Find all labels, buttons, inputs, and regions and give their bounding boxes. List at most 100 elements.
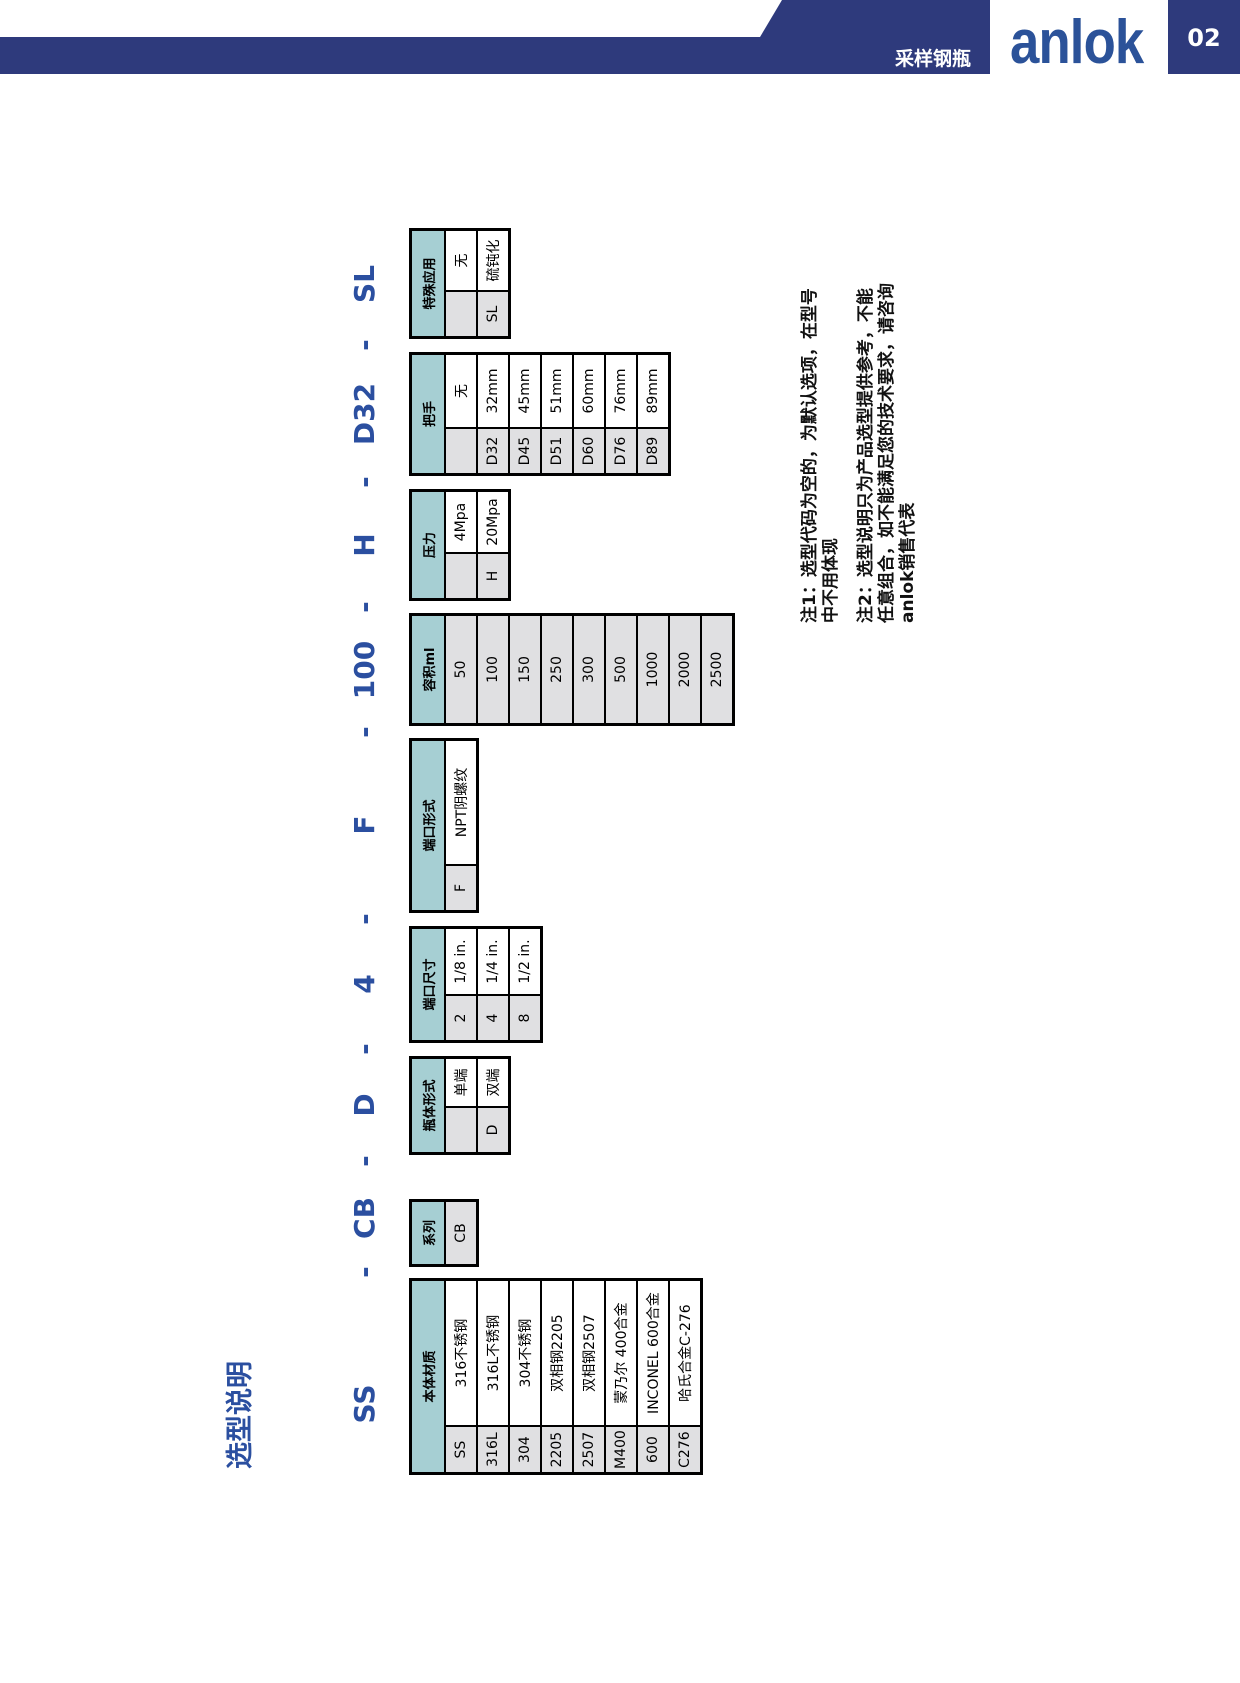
option-value: 316不锈钢 — [445, 1279, 477, 1427]
option-value: CB — [445, 1200, 478, 1266]
code-part: F — [348, 815, 381, 835]
code-separator: - — [348, 1155, 381, 1167]
option-value: 哈氏合金C-276 — [669, 1279, 702, 1427]
code-part: 4 — [348, 974, 381, 994]
table-row: 1000 — [637, 614, 669, 725]
table-row: 50 — [445, 614, 477, 725]
option-value: 无 — [445, 353, 477, 428]
option-value: 无 — [445, 229, 477, 291]
table-header: 特殊应用 — [410, 229, 445, 338]
option-code: M400 — [605, 1426, 637, 1474]
table-row: 500 — [605, 614, 637, 725]
option-value: 双端 — [477, 1057, 510, 1107]
option-value: 76mm — [605, 353, 637, 428]
category-label: 采样钢瓶 — [895, 48, 972, 70]
option-value: 51mm — [541, 353, 573, 428]
option-value: INCONEL 600合金 — [637, 1279, 669, 1427]
code-part: SL — [348, 264, 381, 304]
table-row: 300 — [573, 614, 605, 725]
option-code: H — [477, 553, 510, 600]
note-2: 注2：选型说明只为产品选型提供参考，不能任意组合，如不能满足您的技术要求，请咨询… — [856, 283, 918, 623]
header-slant — [760, 0, 990, 37]
option-code: D32 — [477, 428, 509, 475]
option-value: 45mm — [509, 353, 541, 428]
option-value: 32mm — [477, 353, 509, 428]
option-value: 304不锈钢 — [509, 1279, 541, 1427]
code-part: 100 — [348, 640, 381, 700]
option-code: SL — [477, 291, 510, 338]
option-value: 双相钢2205 — [541, 1279, 573, 1427]
option-value: 2500 — [701, 614, 734, 725]
table-row: CB — [445, 1200, 478, 1266]
table-row: 100 — [477, 614, 509, 725]
option-code: D — [477, 1107, 510, 1154]
option-value: 双相钢2507 — [573, 1279, 605, 1427]
notes: 注1：选型代码为空的，为默认选项，在型号中不用体现 注2：选型说明只为产品选型提… — [800, 283, 933, 623]
code-part: H — [348, 533, 381, 557]
option-value: 316L不锈钢 — [477, 1279, 509, 1427]
option-value: 89mm — [637, 353, 670, 428]
table-row: 2000 — [669, 614, 701, 725]
table-header: 系列 — [410, 1200, 445, 1266]
option-code — [445, 553, 477, 600]
option-code — [445, 428, 477, 475]
option-code: D51 — [541, 428, 573, 475]
page-title: 选型说明 — [225, 1361, 256, 1469]
code-separator: - — [348, 601, 381, 613]
table-header: 把手 — [410, 353, 445, 475]
table-row: 250 — [541, 614, 573, 725]
option-code: D45 — [509, 428, 541, 475]
option-value: 50 — [445, 614, 477, 725]
option-value: 500 — [605, 614, 637, 725]
code-separator: - — [348, 476, 381, 488]
table-row: 无 — [445, 229, 477, 338]
table-header: 瓶体形式 — [410, 1057, 445, 1154]
option-value: 硫钝化 — [477, 229, 510, 291]
option-code: D89 — [637, 428, 670, 475]
option-value: 1/4 in. — [477, 927, 509, 995]
option-value: 20Mpa — [477, 490, 510, 553]
option-value: 2000 — [669, 614, 701, 725]
option-value: 100 — [477, 614, 509, 725]
option-code: D60 — [573, 428, 605, 475]
option-code: C276 — [669, 1426, 702, 1474]
code-part: CB — [348, 1197, 381, 1239]
option-value: 1/8 in. — [445, 927, 477, 995]
option-code: D76 — [605, 428, 637, 475]
page-number: 02 — [1168, 0, 1240, 74]
option-value: 1/2 in. — [509, 927, 542, 995]
table-row: 单端 — [445, 1057, 477, 1154]
code-separator: - — [348, 726, 381, 738]
code-separator: - — [348, 913, 381, 925]
option-code: SS — [445, 1426, 477, 1474]
option-code: 600 — [637, 1426, 669, 1474]
code-separator: - — [348, 1266, 381, 1278]
option-value: 蒙乃尔 400合金 — [605, 1279, 637, 1427]
